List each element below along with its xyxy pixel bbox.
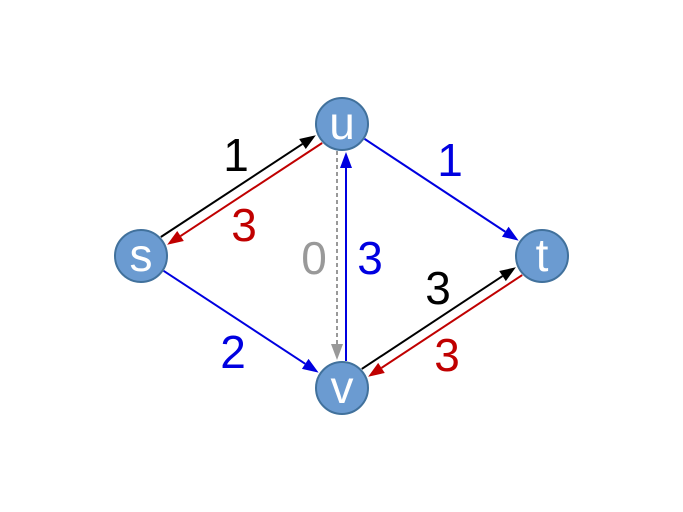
edge-capacity-label: 3 — [434, 329, 460, 381]
node-label: t — [536, 229, 549, 281]
arrowhead-icon — [331, 344, 343, 360]
arrowhead-icon — [368, 362, 385, 377]
node-v: v — [315, 361, 369, 415]
node-circle — [114, 229, 168, 283]
edge-line — [363, 138, 506, 233]
node-t: t — [515, 229, 569, 283]
arrowhead-icon — [501, 226, 519, 241]
edge-line — [380, 274, 523, 369]
node-s: s — [114, 229, 168, 283]
edge-capacity-label: 1 — [223, 129, 249, 181]
arrowhead-icon — [499, 267, 516, 282]
edge-capacity-label: 3 — [231, 199, 257, 251]
edge-line — [163, 269, 306, 365]
edge-v-t: 3 — [361, 262, 516, 370]
arrowhead-icon — [340, 152, 352, 168]
node-circle — [315, 361, 369, 415]
edge-line — [179, 142, 323, 237]
edge-capacity-label: 3 — [425, 262, 451, 314]
edge-line — [361, 275, 504, 370]
edge-u-v: 0 — [301, 151, 343, 360]
node-label: u — [329, 97, 355, 149]
node-circle — [315, 97, 369, 151]
node-label: v — [331, 361, 354, 413]
edge-s-v: 2 — [163, 269, 319, 378]
arrowhead-icon — [167, 231, 184, 245]
edge-capacity-label: 0 — [301, 232, 327, 284]
arrowhead-icon — [299, 135, 316, 149]
arrowhead-icon — [301, 358, 319, 373]
edge-u-t: 1 — [363, 134, 519, 241]
edge-capacity-label: 1 — [437, 134, 463, 186]
node-label: s — [130, 229, 153, 281]
edge-capacity-label: 2 — [220, 326, 246, 378]
edge-capacity-label: 3 — [357, 232, 383, 284]
edge-u-s: 3 — [167, 142, 323, 251]
node-circle — [515, 229, 569, 283]
edge-s-u: 1 — [160, 129, 316, 238]
edge-t-v: 3 — [368, 274, 523, 381]
edge-line — [160, 143, 304, 238]
edge-v-u: 3 — [340, 152, 383, 361]
node-u: u — [315, 97, 369, 151]
